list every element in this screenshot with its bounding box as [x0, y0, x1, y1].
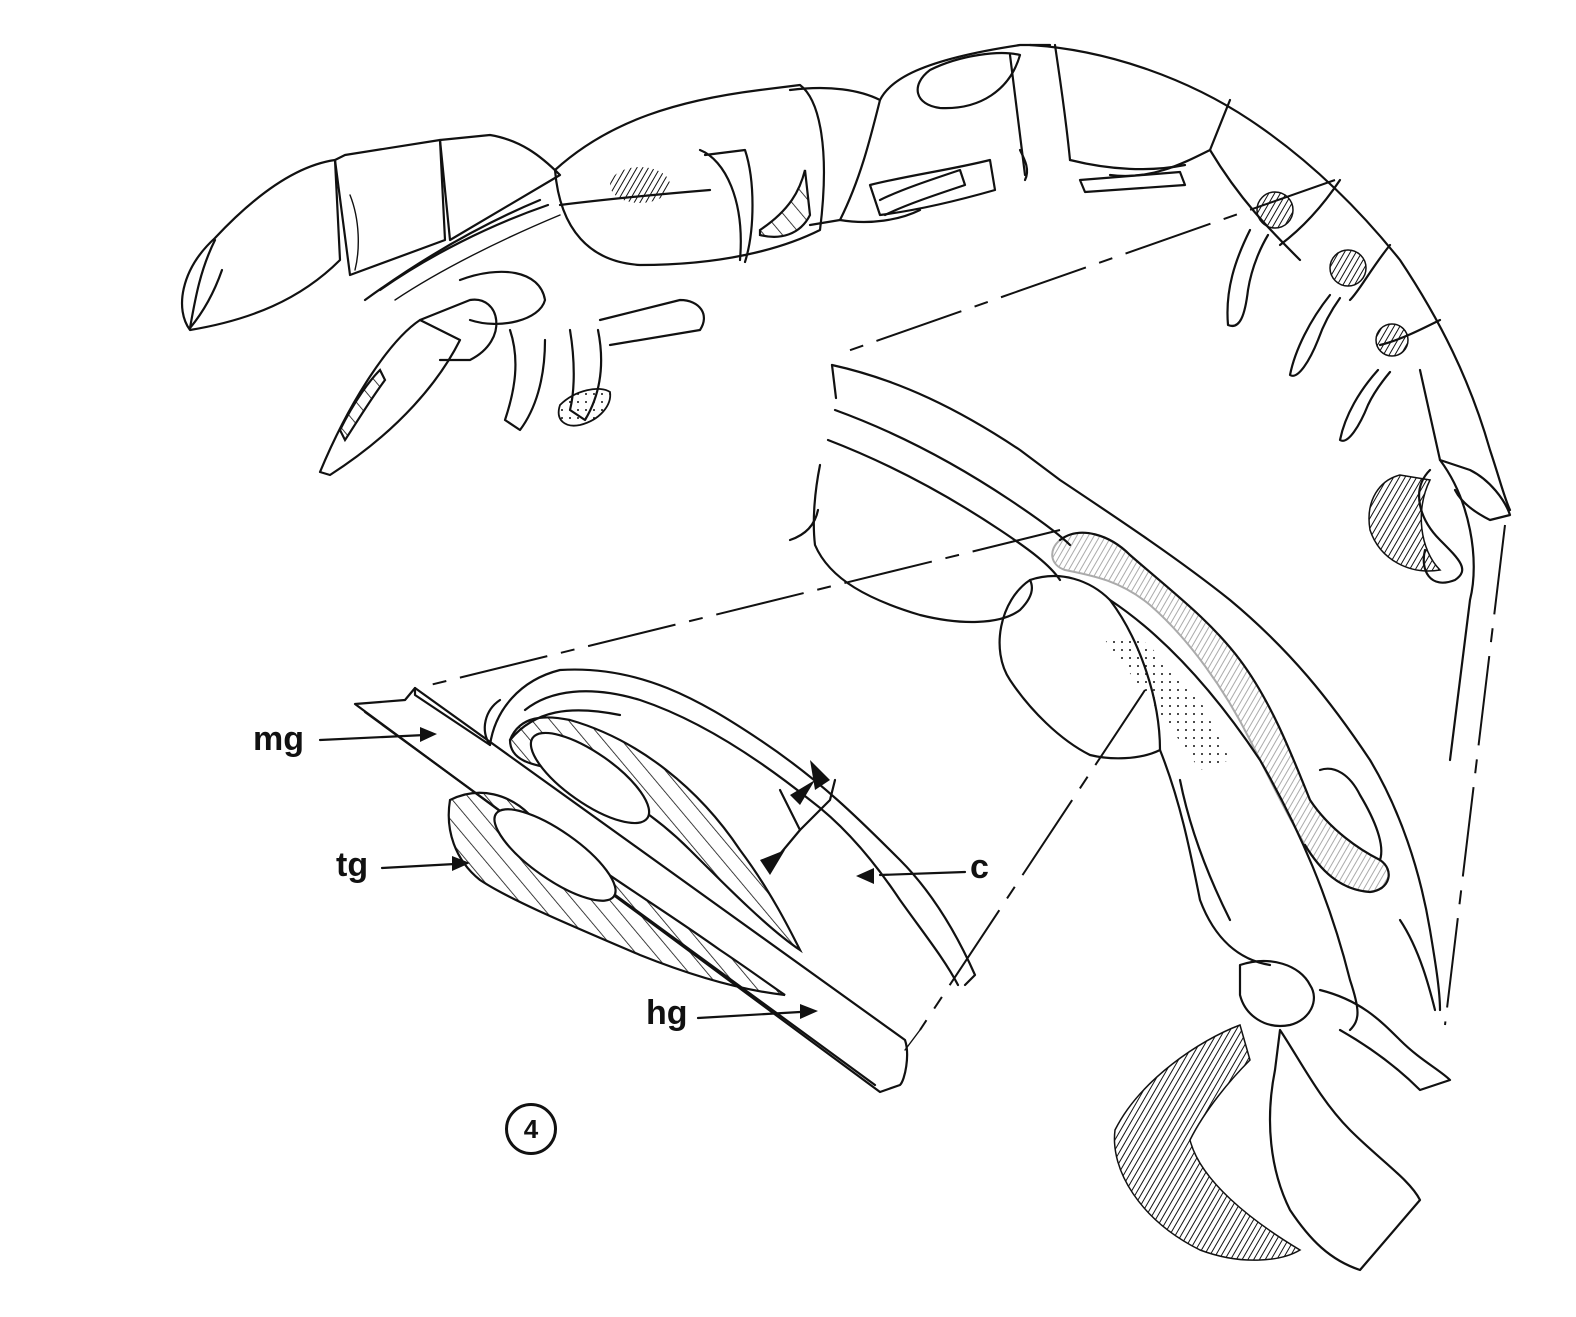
abdomen: [1028, 43, 1512, 512]
pleopod-2: [1288, 293, 1342, 377]
mg-arrowhead: [420, 727, 437, 742]
hg-arrowhead: [800, 1004, 818, 1019]
figure-number: 4: [505, 1103, 557, 1155]
label-midgut: mg: [253, 720, 304, 758]
pleopod-1: [1226, 228, 1270, 328]
second-cheliped: [318, 318, 462, 477]
enlarged-abdomen-drawing: [788, 363, 1475, 1272]
chela: [180, 158, 342, 332]
carapace: [553, 83, 825, 267]
label-tegumental-gland: tg: [336, 846, 369, 884]
c-arrowhead: [856, 868, 874, 884]
label-hindgut: hg: [646, 994, 688, 1032]
projection-lines: [429, 179, 1506, 1051]
label-caecum: c: [970, 848, 989, 886]
gut-detail-drawing: [353, 668, 977, 1094]
gut-tube: [353, 686, 909, 1094]
tg-arrowhead: [452, 856, 470, 871]
label-arrows: [318, 727, 967, 1020]
pleopod-3: [1338, 368, 1392, 442]
whole-animal-drawing: [180, 43, 1512, 584]
